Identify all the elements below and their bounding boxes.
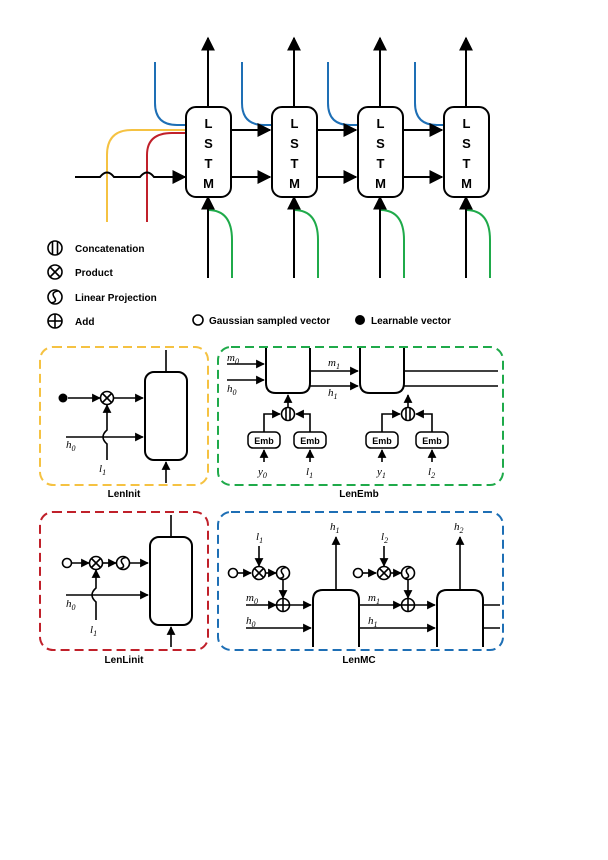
lstm-letter: S [290, 136, 299, 151]
lstm-cell-2: L S T M [271, 106, 318, 198]
h0-label: h0 [66, 439, 76, 453]
add-icon [400, 597, 416, 613]
lstm-letter: L [291, 116, 299, 131]
lstm-chain: L S T M L S T M L S T M L S T M [75, 36, 491, 278]
green-curve-4 [465, 209, 491, 278]
green-curve-2 [293, 209, 319, 278]
l1-label: l1 [90, 624, 97, 638]
green-curve-1 [207, 209, 233, 278]
add-icon [47, 313, 63, 329]
lstm-letter: T [463, 156, 471, 171]
blue-curve-1 [154, 62, 186, 126]
lstm-letter: T [291, 156, 299, 171]
blue-curve-4 [414, 62, 444, 126]
l1-label: l1 [306, 466, 313, 480]
green-curve-3 [379, 209, 405, 278]
linear-projection-icon [275, 565, 291, 581]
product-icon [99, 390, 115, 406]
lstm-letter: S [376, 136, 385, 151]
panel-caption: LenEmb [339, 489, 378, 500]
add-icon [275, 597, 291, 613]
l1-label: l1 [99, 463, 106, 477]
lstm-cell-4: L S T M [443, 106, 490, 198]
emb-label: Emb [254, 436, 274, 446]
product-icon [88, 555, 104, 571]
legend-learnable: Learnable vector [371, 316, 451, 327]
panel-caption: LenMC [342, 655, 375, 666]
lstm-letter: S [204, 136, 213, 151]
legend-add: Add [75, 317, 94, 328]
panel-lenlinit: h0 l1 LenLinit [39, 511, 209, 666]
input-arrow [75, 170, 187, 184]
m1-label: m1 [368, 592, 380, 606]
emb-label: Emb [300, 436, 320, 446]
l2-label: l2 [381, 531, 388, 545]
h1-label: h1 [368, 615, 378, 629]
lstm-letter: T [205, 156, 213, 171]
panel-lenmc: h1 h2 l1 m0 h0 l2 [217, 511, 504, 666]
concatenation-icon [280, 406, 296, 422]
lstm-cell-1: L S T M [185, 106, 232, 198]
l2-label: l2 [428, 466, 435, 480]
linear-projection-icon [400, 565, 416, 581]
lstm-letter: M [289, 176, 300, 191]
lstm-letter: S [462, 136, 471, 151]
linear-projection-icon [47, 289, 63, 305]
red-init-curve [146, 132, 187, 222]
h2-out-label: h2 [454, 521, 464, 535]
lstm-cell-3: L S T M [357, 106, 404, 198]
panel-caption: LenInit [108, 489, 141, 500]
product-icon [376, 565, 392, 581]
h0-label: h0 [66, 598, 76, 612]
panel-leninit: h0 l1 LenInit [39, 346, 209, 500]
yellow-init-curve [106, 129, 187, 222]
legend-gaussian: Gaussian sampled vector [209, 316, 330, 327]
blue-curve-2 [241, 62, 272, 126]
learnable-vector-icon [355, 315, 365, 325]
panel-caption: LenLinit [105, 655, 145, 666]
learnable-vector-icon [58, 393, 68, 403]
y1-label: y1 [376, 466, 386, 480]
concatenation-icon [400, 406, 416, 422]
gaussian-vector-icon [192, 314, 204, 326]
lstm-letter: L [463, 116, 471, 131]
gaussian-vector-icon [352, 567, 364, 579]
m0-label: m0 [246, 592, 258, 606]
legend-product: Product [75, 268, 113, 279]
lstm-letter: M [461, 176, 472, 191]
h0-label: h0 [246, 615, 256, 629]
lstm-letter: L [205, 116, 213, 131]
m0-label: m0 [227, 352, 239, 366]
lstm-letter: T [377, 156, 385, 171]
h0-label: h0 [227, 383, 237, 397]
legend: Concatenation Product Linear Projection … [47, 240, 451, 329]
y0-label: y0 [257, 466, 267, 480]
legend-concatenation: Concatenation [75, 244, 144, 255]
concatenation-icon [47, 240, 63, 256]
lstm-letter: M [375, 176, 386, 191]
h1-out-label: h1 [330, 521, 340, 535]
product-icon [251, 565, 267, 581]
lstm-letter: M [203, 176, 214, 191]
product-icon [47, 264, 63, 280]
lstm-letter: L [377, 116, 385, 131]
blue-curve-3 [327, 62, 358, 126]
m1-label: m1 [328, 357, 340, 371]
linear-projection-icon [115, 555, 131, 571]
gaussian-vector-icon [61, 557, 73, 569]
emb-label: Emb [372, 436, 392, 446]
panel-lenemb: m0 h0 m1 h1 Emb Emb y0 l1 [217, 346, 504, 500]
gaussian-vector-icon [227, 567, 239, 579]
l1-label: l1 [256, 531, 263, 545]
legend-linear-projection: Linear Projection [75, 293, 157, 304]
h1-label: h1 [328, 387, 338, 401]
emb-label: Emb [422, 436, 442, 446]
